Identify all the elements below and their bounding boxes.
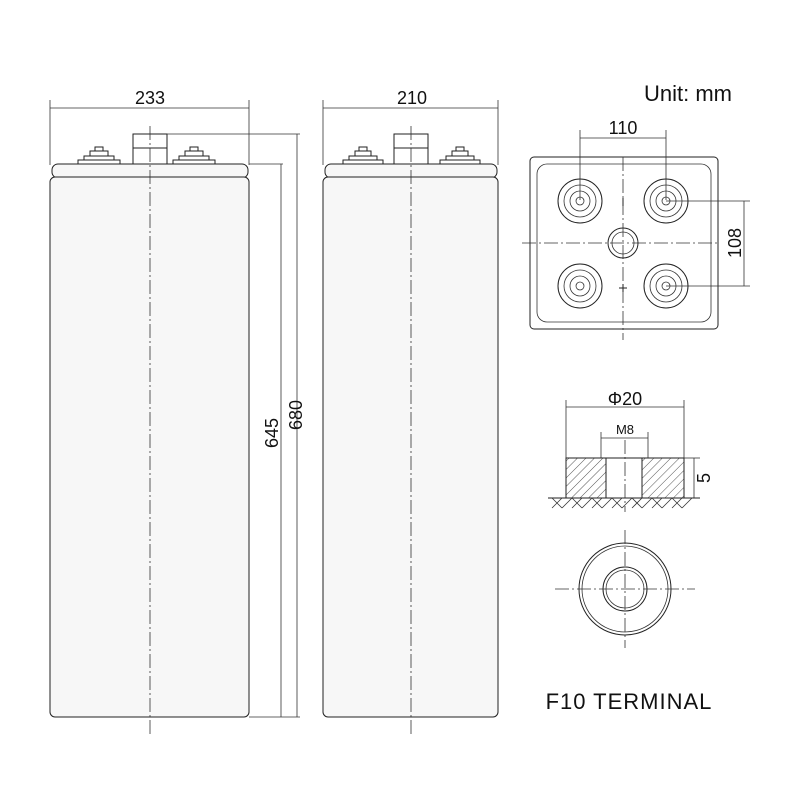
top-pitch-x-label: 110 <box>609 118 638 138</box>
top-vent-plug <box>607 227 639 259</box>
terminal-height-label: 5 <box>694 473 714 483</box>
front-height-inner-label: 645 <box>262 418 282 448</box>
top-view: 110 108 <box>522 118 750 340</box>
top-terminal-1 <box>557 178 603 224</box>
side-view: 210 <box>322 88 499 735</box>
top-pitch-y-label: 108 <box>725 228 745 258</box>
top-terminal-3 <box>557 263 603 309</box>
front-view: 233 645 680 <box>49 88 306 735</box>
terminal-section: Φ20 M8 5 <box>548 389 714 512</box>
terminal-diameter-label: Φ20 <box>608 389 642 409</box>
front-terminal-left <box>77 146 121 165</box>
terminal-top-view <box>555 530 695 648</box>
front-width-label: 233 <box>135 88 165 108</box>
front-terminal-right <box>172 146 216 165</box>
terminal-title: F10 TERMINAL <box>546 689 713 714</box>
top-terminal-4 <box>643 263 689 309</box>
side-terminal-right <box>439 146 481 165</box>
unit-label: Unit: mm <box>644 81 732 106</box>
terminal-thread-label: M8 <box>616 422 634 437</box>
side-terminal-left <box>342 146 384 165</box>
top-terminal-2 <box>643 178 689 224</box>
side-width-label: 210 <box>397 88 427 108</box>
front-height-total-label: 680 <box>286 400 306 430</box>
